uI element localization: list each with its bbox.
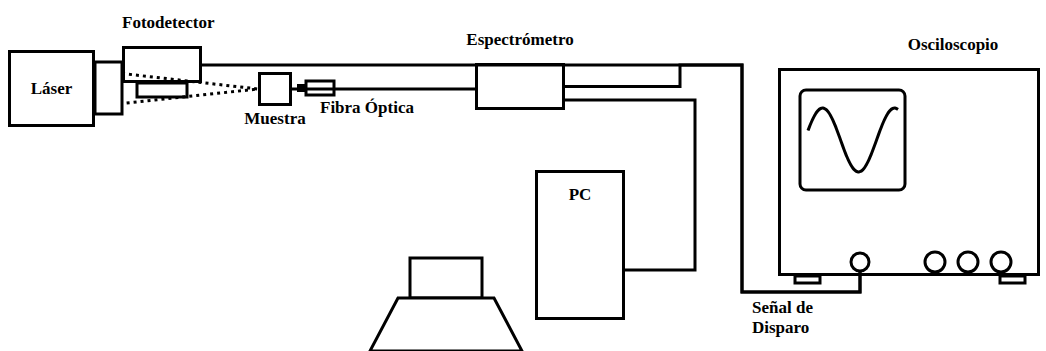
scope-screen — [800, 90, 905, 190]
monitor-screen — [410, 258, 482, 298]
signal-label: Señal de Disparo — [750, 298, 846, 338]
edge-label: Fibra Óptica — [318, 98, 416, 118]
optical-fiber — [292, 88, 475, 91]
laser-lens — [95, 62, 122, 114]
detector-base — [137, 83, 187, 97]
oscilloscope-box: Osciloscopio — [778, 68, 1040, 276]
node-label: Fotodetector — [122, 13, 215, 33]
signal-wire — [565, 65, 860, 292]
signal-wire — [202, 65, 860, 292]
scope-knob — [991, 252, 1011, 272]
node-label: Muestra — [244, 109, 305, 129]
laser-box: Láser — [8, 50, 95, 127]
pc-box: PC — [535, 170, 625, 320]
laser-beam — [122, 74, 258, 104]
node-label: Espectrómetro — [466, 30, 573, 50]
scope-foot — [795, 276, 820, 283]
spectrometer-box: Espectrómetro — [475, 63, 565, 110]
scope-knob — [958, 252, 978, 272]
scope-foot — [1000, 276, 1025, 283]
node-label: Osciloscopio — [908, 35, 999, 55]
sine-trace — [808, 108, 898, 172]
sample-box: Muestra — [258, 72, 292, 106]
trigger-input — [851, 253, 869, 271]
node-label: PC — [569, 185, 592, 205]
node-label: Láser — [31, 79, 73, 99]
photodetector-box: Fotodetector — [122, 46, 202, 83]
monitor-base — [370, 298, 522, 351]
signal-wire — [565, 100, 695, 270]
scope-knob — [925, 252, 945, 272]
